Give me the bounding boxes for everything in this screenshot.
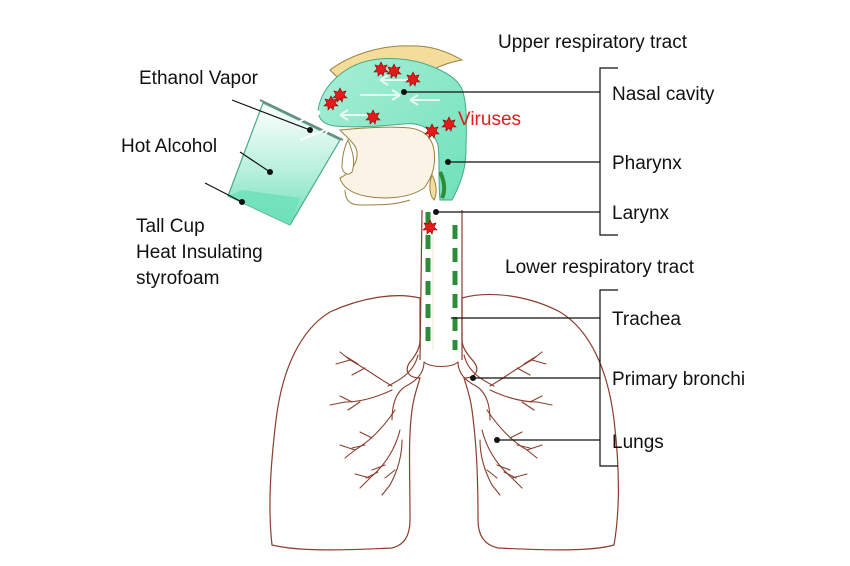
teeth	[341, 138, 355, 175]
virus-icon	[424, 123, 440, 139]
virus-icon	[373, 61, 389, 77]
styrofoam-cup	[227, 99, 344, 226]
airflow-arrows	[339, 74, 440, 121]
lungs	[269, 293, 620, 551]
palate	[339, 126, 435, 199]
nasal-cavity-label: Nasal cavity	[612, 84, 715, 105]
virus-icon	[332, 87, 348, 103]
carina-outline	[387, 354, 495, 387]
head-section	[317, 45, 467, 235]
styrofoam-label: styrofoam	[136, 268, 219, 289]
upper-tract-bracket	[599, 67, 618, 236]
cup-liquid	[228, 190, 300, 225]
hot-alcohol-label: Hot Alcohol	[121, 136, 217, 157]
epiglottis	[429, 173, 437, 201]
jaw	[344, 189, 411, 206]
pharynx-label: Pharynx	[612, 153, 682, 174]
trachea-label: Trachea	[612, 309, 681, 330]
brackets	[599, 67, 618, 467]
leader-lines	[204, 89, 600, 443]
larynx-label: Larynx	[612, 203, 670, 224]
trachea-wall-left	[419, 209, 423, 361]
lungs-label: Lungs	[612, 432, 664, 453]
left-lung-outline	[269, 295, 421, 551]
virus-icon	[365, 109, 381, 125]
right-lung-outline	[461, 293, 620, 551]
primary-bronchi-label: Primary bronchi	[612, 369, 745, 390]
left-bronchi	[329, 351, 403, 496]
ethanol-vapor-label: Ethanol Vapor	[139, 68, 259, 89]
nasal-cavity-airway	[317, 57, 467, 201]
right-bronchi	[479, 351, 553, 496]
heat-insulating-label: Heat Insulating	[136, 242, 263, 263]
vapor-arrows	[291, 109, 331, 141]
virus-markers	[323, 61, 457, 235]
virus-icon	[405, 71, 421, 87]
viruses-label: Viruses	[458, 109, 521, 130]
lower-tract-bracket	[599, 289, 618, 467]
virus-icon	[323, 95, 339, 111]
tall-cup-label: Tall Cup	[136, 216, 205, 237]
virus-icon	[386, 63, 402, 79]
labels: Upper respiratory tract Nasal cavity Pha…	[121, 32, 745, 453]
upper-tract-label: Upper respiratory tract	[498, 32, 688, 53]
trachea	[419, 209, 463, 361]
virus-icon	[422, 219, 438, 235]
lower-tract-label: Lower respiratory tract	[505, 257, 695, 278]
bronchial-tree-center	[391, 361, 491, 421]
virus-icon	[441, 116, 457, 132]
